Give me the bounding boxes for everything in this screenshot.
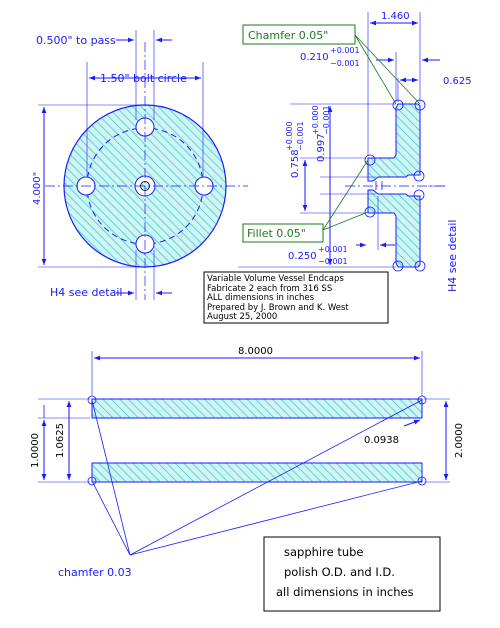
chamfer-callout-label: Chamfer 0.05" — [248, 29, 328, 42]
tube-note-line-3: all dimensions in inches — [276, 585, 414, 599]
dim-0997: 0.997 — [316, 133, 327, 162]
tube-wall-bottom — [91, 462, 423, 483]
dim-0625: 0.625 — [443, 76, 472, 87]
tube-dim-20000: 2.0000 — [454, 423, 465, 458]
diameter-label: 4.000" — [32, 172, 43, 205]
dim-0210-plus: +0.001 — [330, 46, 360, 55]
bolt-circle-label: 1.50" bolt circle — [100, 72, 187, 85]
endcap-front-view — [38, 30, 248, 300]
title-block — [203, 271, 389, 324]
tube-length-label: 8.0000 — [238, 346, 273, 357]
tube-dim-10000: 1.0000 — [30, 433, 41, 468]
sapphire-tube-section — [38, 351, 450, 556]
title-line-4: Prepared by J. Brown and K. West — [207, 303, 349, 313]
dim-0758-plus: +0.000 — [285, 121, 294, 151]
dim-0210-minus: −0.001 — [330, 59, 360, 68]
tube-note-line-1: sapphire tube — [284, 545, 364, 559]
endcap-side-section — [238, 12, 445, 272]
dim-0997-minus: −0.001 — [322, 105, 331, 135]
tube-dim-00938: 0.0938 — [364, 435, 399, 446]
dim-0250: 0.250 — [288, 251, 317, 262]
detail-left-label: H4 see detail — [50, 286, 122, 299]
dim-0758: 0.758 — [290, 149, 301, 178]
tube-chamfer-label: chamfer 0.03 — [58, 566, 132, 579]
dim-0250-plus: +0.001 — [318, 245, 348, 254]
tube-wall-top — [91, 398, 423, 419]
tube-note-box — [263, 536, 441, 612]
dim-0210: 0.210 — [300, 52, 329, 63]
title-line-5: August 25, 2000 — [207, 312, 277, 322]
dim-1460: 1.460 — [381, 11, 410, 22]
chamfer-callout-box — [242, 24, 356, 45]
dim-0758-minus: −0.001 — [296, 121, 305, 151]
section-upper — [367, 103, 421, 182]
title-line-3: ALL dimensions in inches — [207, 293, 315, 303]
fillet-callout-box — [242, 223, 324, 243]
tube-dim-10625: 1.0625 — [55, 423, 66, 458]
title-line-2: Fabricate 2 each from 316 SS — [207, 284, 332, 294]
title-line-1: Variable Volume Vessel Endcaps — [207, 274, 344, 284]
tube-note-line-2: polish O.D. and I.D. — [284, 565, 395, 579]
fillet-callout-label: Fillet 0.05" — [247, 227, 306, 240]
dim-0997-plus: +0.000 — [311, 105, 320, 135]
pass-label: 0.500" to pass — [36, 34, 116, 47]
section-lower — [367, 189, 421, 268]
dim-0250-minus: −0.001 — [318, 257, 348, 266]
detail-right-label: H4 see detail — [446, 220, 459, 292]
